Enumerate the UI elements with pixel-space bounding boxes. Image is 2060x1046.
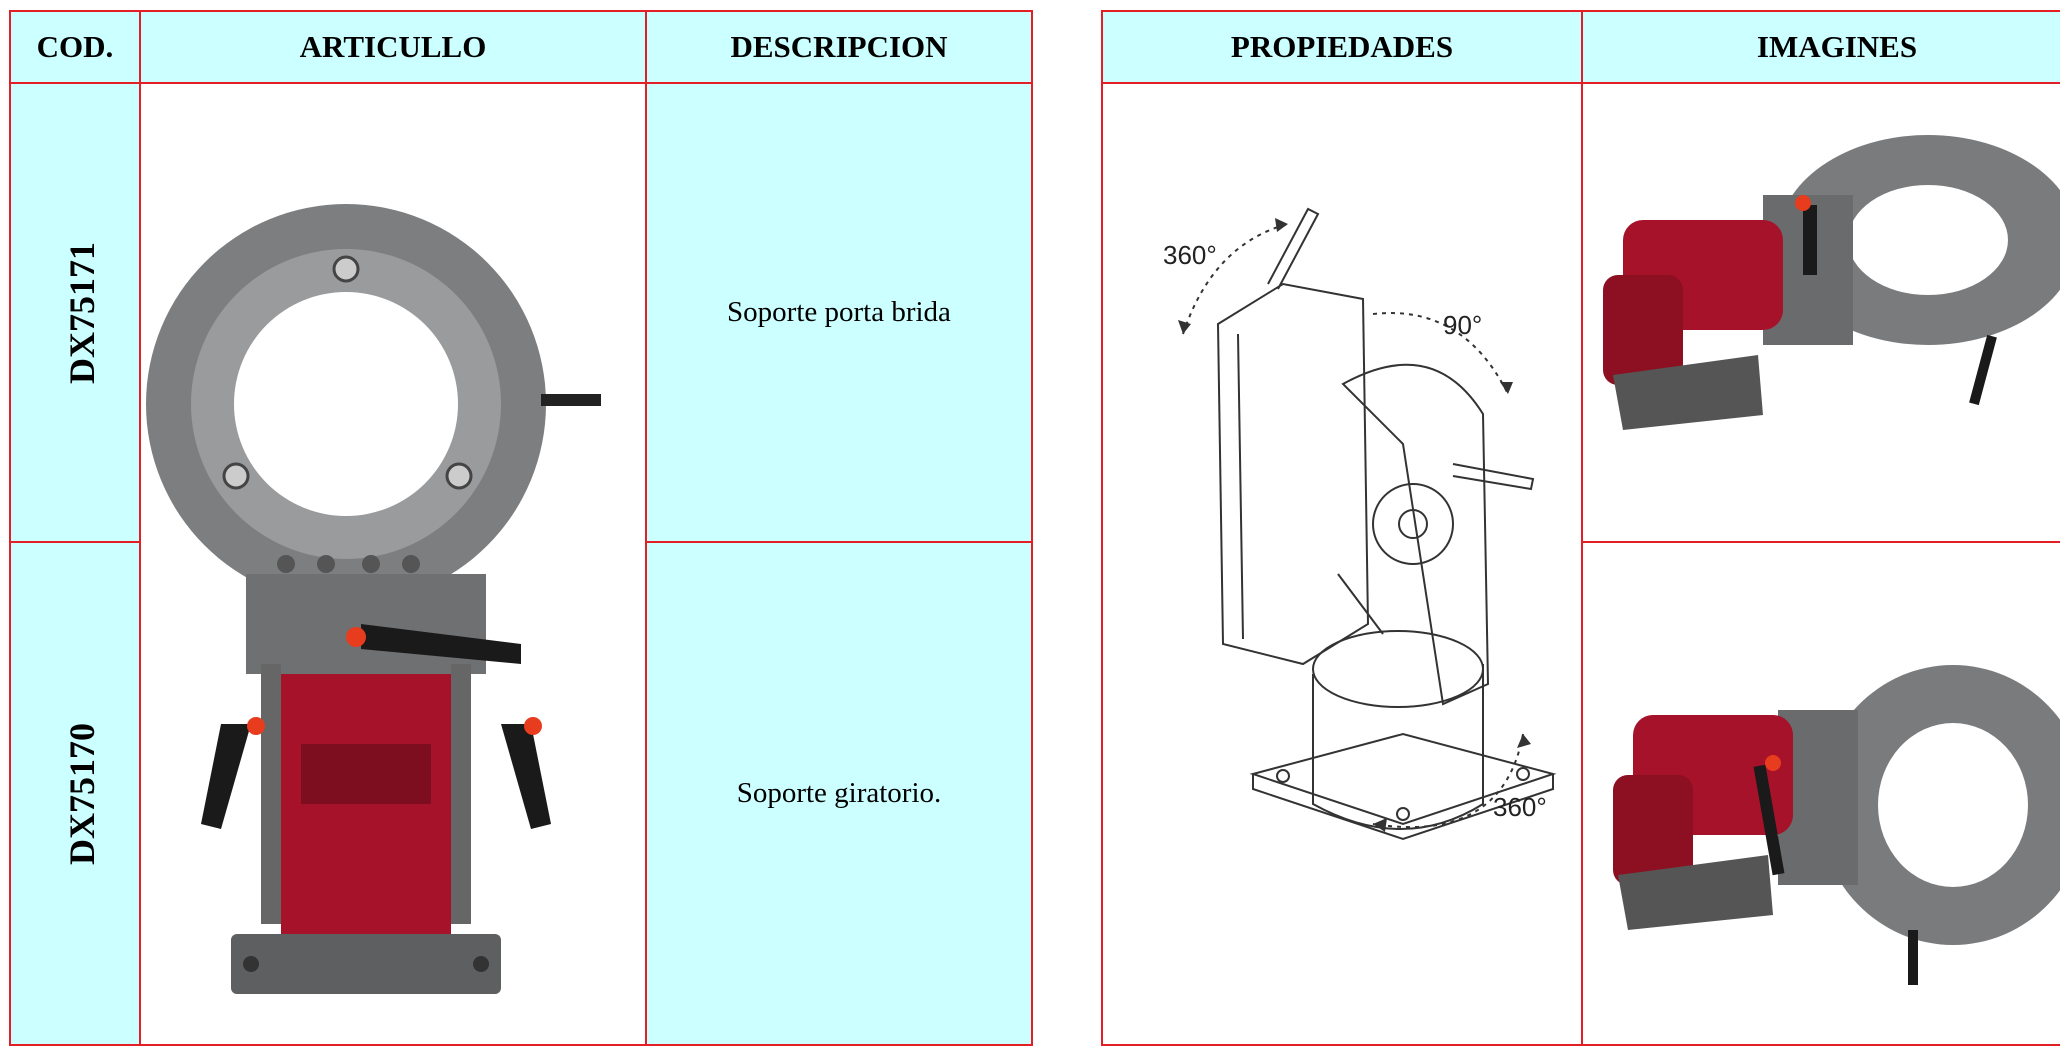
header-article: ARTICULLO [139, 10, 647, 84]
product-description: Soporte porta brida [727, 296, 951, 329]
row-description-cell: Soporte giratorio. [645, 541, 1033, 1046]
rotation-top-label: 360° [1163, 240, 1217, 270]
product-code: DX75171 [62, 241, 102, 384]
header-description: DESCRIPCION [645, 10, 1033, 84]
row-description-cell: Soporte porta brida [645, 81, 1033, 544]
image-cell-bottom [1581, 541, 2060, 1046]
flange-holder-photo [146, 204, 601, 994]
rotation-base-label: 360° [1493, 792, 1547, 822]
articles-table: COD. ARTICULLO DESCRIPCION DX75171 [9, 10, 1033, 1046]
row-code-cell: DX75171 [9, 81, 141, 544]
product-photo-side [1613, 664, 2060, 985]
header-code: COD. [9, 10, 141, 84]
rotation-diagram: 360° 90° 360° [1163, 207, 1557, 841]
header-properties: PROPIEDADES [1101, 10, 1583, 84]
image-cell-top [1581, 81, 2060, 544]
properties-table: PROPIEDADES IMAGINES [1101, 10, 2060, 1046]
properties-diagram-cell: 360° 90° 360° [1101, 82, 1583, 1046]
tilt-label: 90° [1443, 310, 1482, 340]
product-photo-angled [1603, 135, 2060, 431]
product-code: DX75170 [62, 722, 102, 865]
article-image-cell [139, 82, 647, 1046]
row-code-cell: DX75170 [9, 541, 141, 1046]
header-images: IMAGINES [1581, 10, 2060, 84]
product-description: Soporte giratorio. [736, 777, 942, 810]
